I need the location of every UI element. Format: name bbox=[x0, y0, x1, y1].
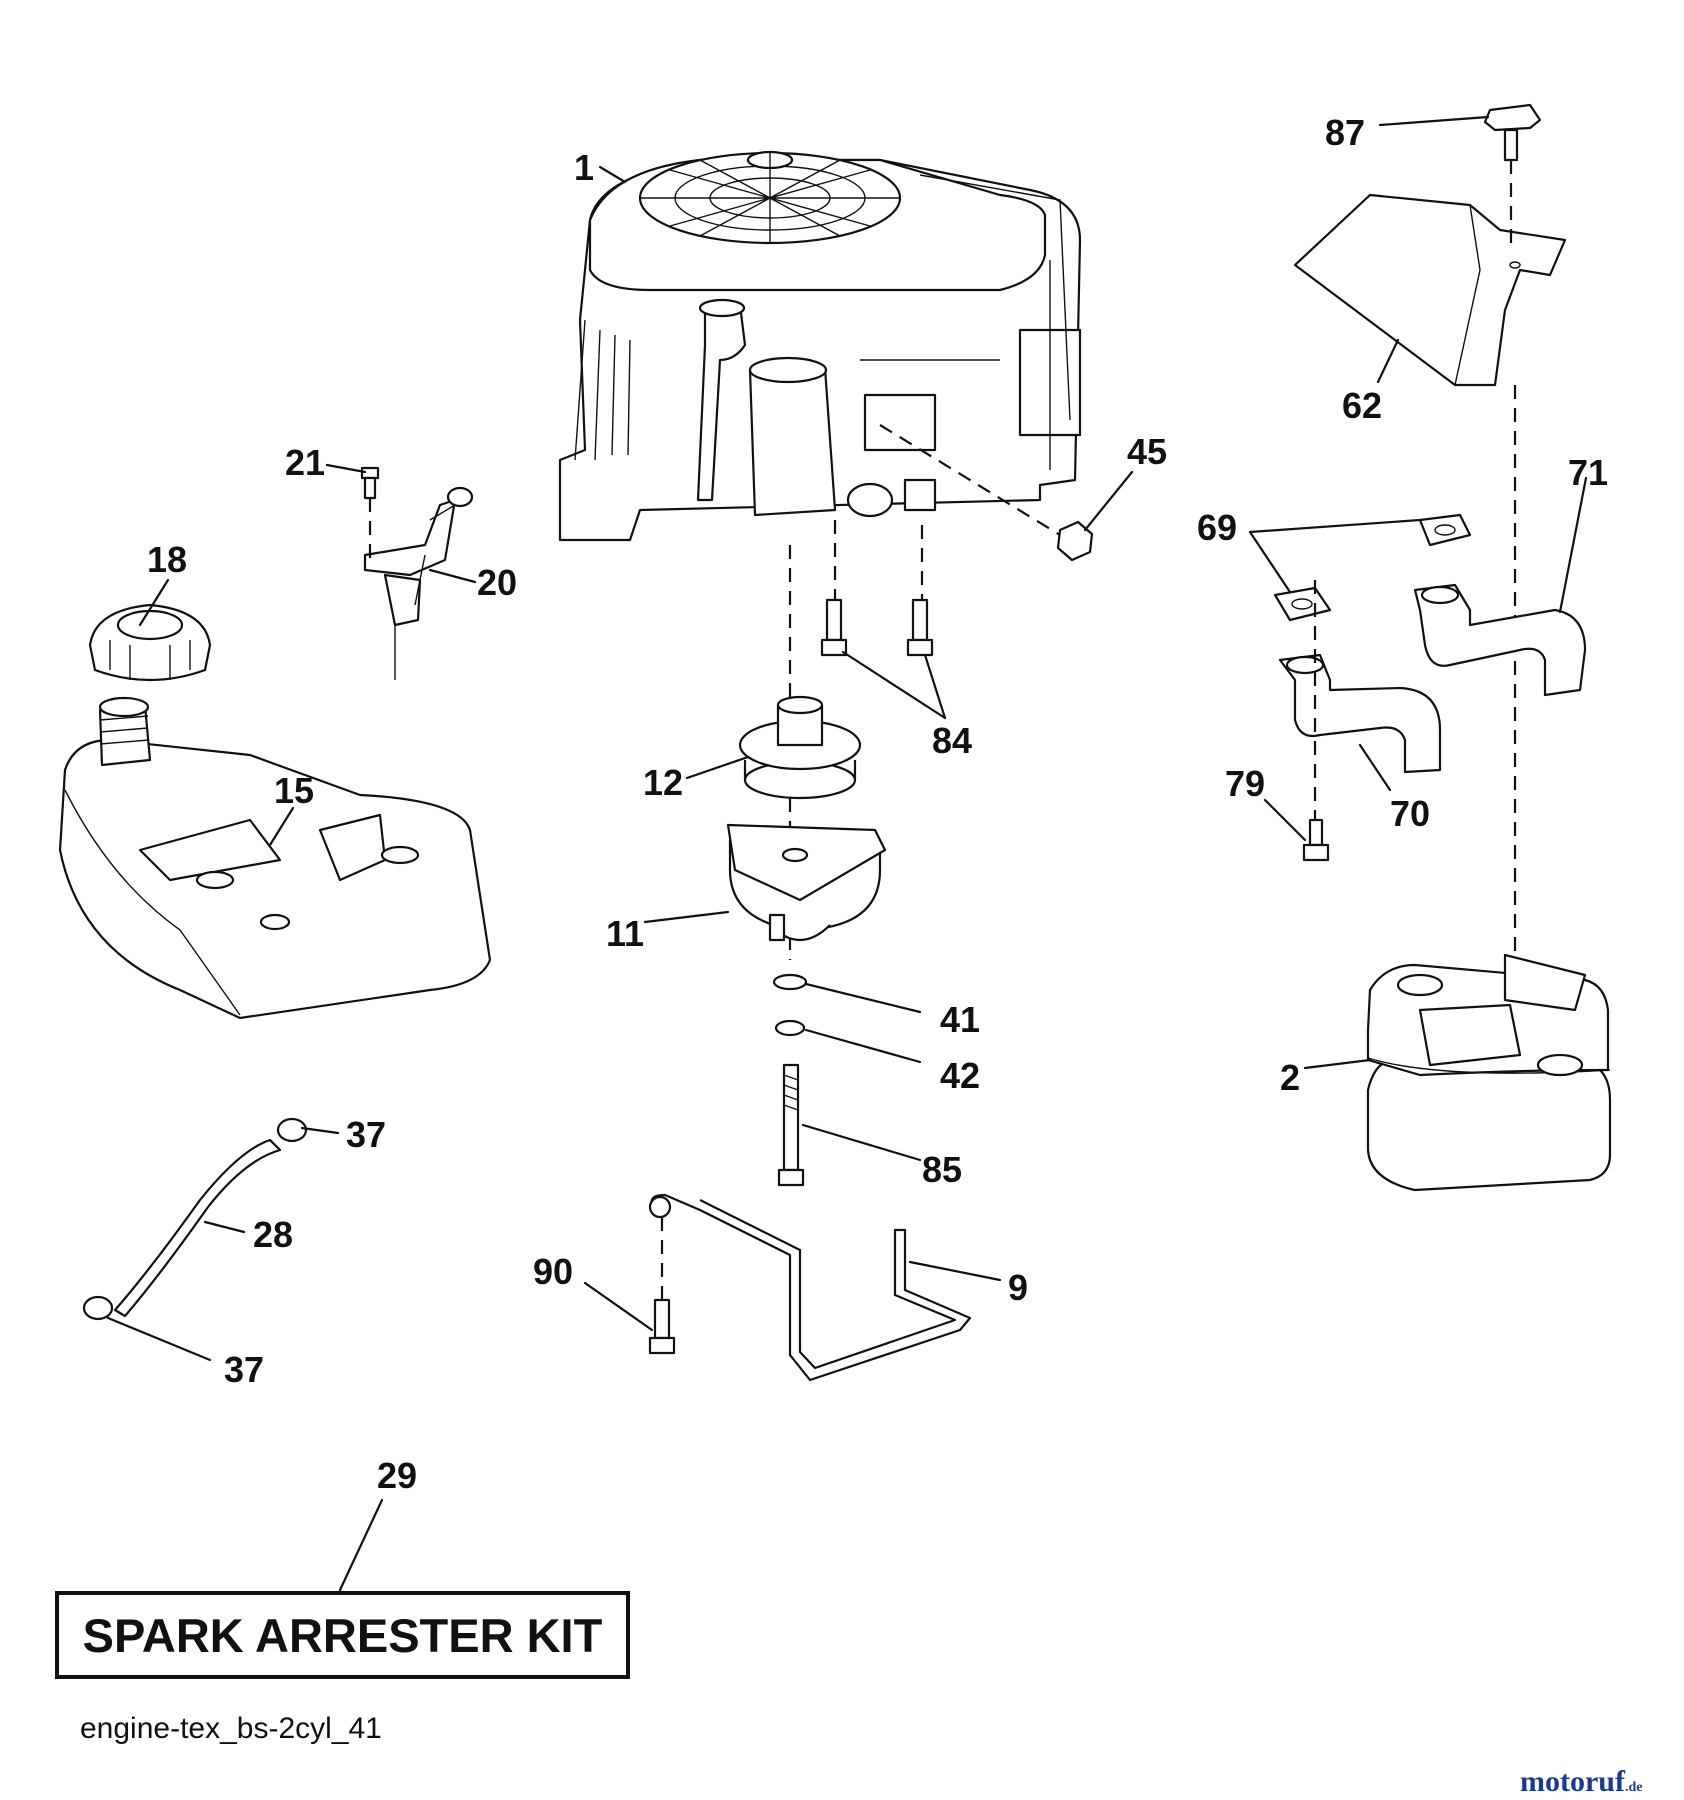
screw-87 bbox=[1483, 103, 1542, 250]
callout-85: 85 bbox=[922, 1149, 962, 1190]
callout-84: 84 bbox=[932, 720, 972, 761]
muffler-2 bbox=[1366, 953, 1612, 1192]
nut-45-axis-line bbox=[879, 424, 1061, 536]
clutch-11 bbox=[726, 823, 887, 942]
screw-21 bbox=[360, 466, 380, 560]
washer-41 bbox=[772, 973, 808, 991]
callout-29: 29 bbox=[377, 1455, 417, 1496]
callout-12: 12 bbox=[643, 762, 683, 803]
pulley-12 bbox=[738, 695, 862, 800]
bolt-90 bbox=[648, 1217, 676, 1355]
rod-9-eye bbox=[648, 1195, 672, 1219]
fuel-tank-15 bbox=[58, 696, 492, 1020]
bolt-85 bbox=[777, 1063, 805, 1187]
callout-69: 69 bbox=[1197, 507, 1237, 548]
fuel-line-28 bbox=[113, 1138, 282, 1318]
clamp-37-upper bbox=[276, 1117, 308, 1143]
leader-lines bbox=[106, 115, 1588, 1592]
callout-9: 9 bbox=[1008, 1267, 1028, 1308]
gaskets-69 bbox=[1273, 513, 1472, 622]
callout-21: 21 bbox=[285, 442, 325, 483]
watermark-logo: motoruf.de bbox=[1520, 1765, 1642, 1799]
screw-79 bbox=[1302, 580, 1330, 862]
spark-arrester-kit-label: SPARK ARRESTER KIT bbox=[82, 1608, 603, 1662]
callout-41: 41 bbox=[940, 999, 980, 1040]
callout-70: 70 bbox=[1390, 793, 1430, 834]
callouts: 1 2 9 11 12 15 18 20 21 28 29 37 37 41 4… bbox=[147, 112, 1608, 1496]
callout-2: 2 bbox=[1280, 1057, 1300, 1098]
callout-37-upper: 37 bbox=[346, 1114, 386, 1155]
engine-drawing bbox=[558, 150, 1082, 542]
spark-arrester-kit-box: SPARK ARRESTER KIT bbox=[55, 1591, 630, 1679]
callout-20: 20 bbox=[477, 562, 517, 603]
callout-1: 1 bbox=[574, 147, 594, 188]
nut-45 bbox=[1056, 520, 1094, 562]
throttle-bracket-20 bbox=[363, 486, 474, 680]
callout-42: 42 bbox=[940, 1055, 980, 1096]
exhaust-pipe-71 bbox=[1413, 583, 1587, 697]
callout-15: 15 bbox=[274, 770, 314, 811]
callout-37-lower: 37 bbox=[224, 1349, 264, 1390]
washer-42 bbox=[774, 1019, 806, 1037]
heat-shield-62 bbox=[1293, 193, 1567, 387]
callout-87: 87 bbox=[1325, 112, 1365, 153]
callout-11: 11 bbox=[606, 913, 644, 954]
callout-28: 28 bbox=[253, 1214, 293, 1255]
diagram-id-label: engine-tex_bs-2cyl_41 bbox=[80, 1712, 382, 1745]
callout-71: 71 bbox=[1568, 452, 1608, 493]
exhaust-pipe-70 bbox=[1278, 653, 1442, 774]
callout-90: 90 bbox=[533, 1251, 573, 1292]
bolt-84-pair bbox=[820, 598, 934, 657]
callout-18: 18 bbox=[147, 539, 187, 580]
clamp-37-lower bbox=[82, 1295, 114, 1321]
callout-45: 45 bbox=[1127, 431, 1167, 472]
watermark-tld: .de bbox=[1624, 1780, 1643, 1795]
watermark-name: motoruf bbox=[1520, 1765, 1625, 1798]
callout-62: 62 bbox=[1342, 385, 1382, 426]
rod-9 bbox=[650, 1193, 972, 1382]
fuel-cap-18 bbox=[88, 603, 212, 682]
callout-79: 79 bbox=[1225, 763, 1265, 804]
